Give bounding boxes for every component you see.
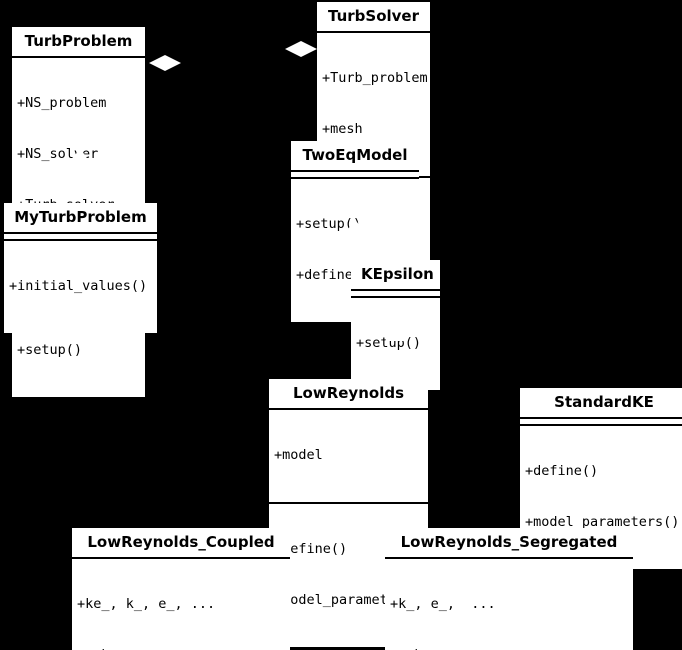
class-attributes-kepsilon: [351, 291, 440, 296]
generalization-arrow-kepsilon: [344, 219, 366, 235]
method-item: +define(): [296, 267, 370, 283]
aggregation-diamond-turbsolver: [285, 41, 317, 57]
generalization-arrow-twoeqmodel: [363, 109, 385, 125]
attribute-item: +ke_, k_, e_, ...: [77, 596, 216, 612]
class-title-myturbproblem: MyTurbProblem: [4, 203, 157, 232]
generalization-arrow-myturbproblem: [69, 148, 91, 164]
aggregation-diamond-turbproblem: [149, 55, 181, 71]
attribute-item: +schemes: [390, 647, 628, 650]
class-title-lowreynolds: LowReynolds: [269, 379, 428, 408]
class-methods-kepsilon: +setup(): [351, 298, 440, 390]
attribute-item: +mesh: [322, 121, 363, 137]
attribute-item: +NS_problem: [17, 95, 107, 111]
method-item: +setup(): [17, 342, 83, 358]
class-title-lowreynolds-coupled: LowReynolds_Coupled: [72, 528, 290, 557]
generalization-arrow-lowreynolds-coupled: [337, 474, 359, 490]
class-title-standardke: StandardKE: [520, 388, 682, 417]
method-item: +define(): [274, 541, 348, 557]
class-title-kepsilon: KEpsilon: [351, 260, 440, 289]
class-attributes-standardke: [520, 419, 682, 424]
attribute-item: +schemes: [77, 647, 285, 650]
class-attributes-lowreynolds-coupled: +ke_, k_, e_, ... +schemes: [72, 559, 290, 650]
method-item: +model_parameters(): [525, 514, 680, 530]
attribute-item: +model: [274, 447, 323, 463]
class-box-myturbproblem[interactable]: MyTurbProblem +initial_values(): [4, 203, 157, 333]
method-item: +define(): [525, 463, 599, 479]
class-title-lowreynolds-segregated: LowReynolds_Segregated: [385, 528, 633, 557]
class-methods-myturbproblem: +initial_values(): [4, 241, 157, 333]
class-title-turbproblem: TurbProblem: [12, 27, 145, 56]
class-box-lowreynolds-coupled[interactable]: LowReynolds_Coupled +ke_, k_, e_, ... +s…: [72, 528, 290, 650]
class-attributes-twoeqmodel: [291, 172, 419, 177]
attribute-item: +k_, e_, ...: [390, 596, 496, 612]
method-item: +initial_values(): [9, 278, 148, 294]
class-attributes-lowreynolds-segregated: +k_, e_, ... +schemes: [385, 559, 633, 650]
class-box-lowreynolds-segregated[interactable]: LowReynolds_Segregated +k_, e_, ... +sch…: [385, 528, 633, 650]
class-title-turbsolver: TurbSolver: [317, 2, 430, 31]
generalization-arrow-lowreynolds: [385, 325, 407, 341]
class-attributes-myturbproblem: [4, 234, 157, 239]
class-title-twoeqmodel: TwoEqModel: [291, 141, 419, 170]
attribute-item: +Turb_problem: [322, 70, 428, 86]
